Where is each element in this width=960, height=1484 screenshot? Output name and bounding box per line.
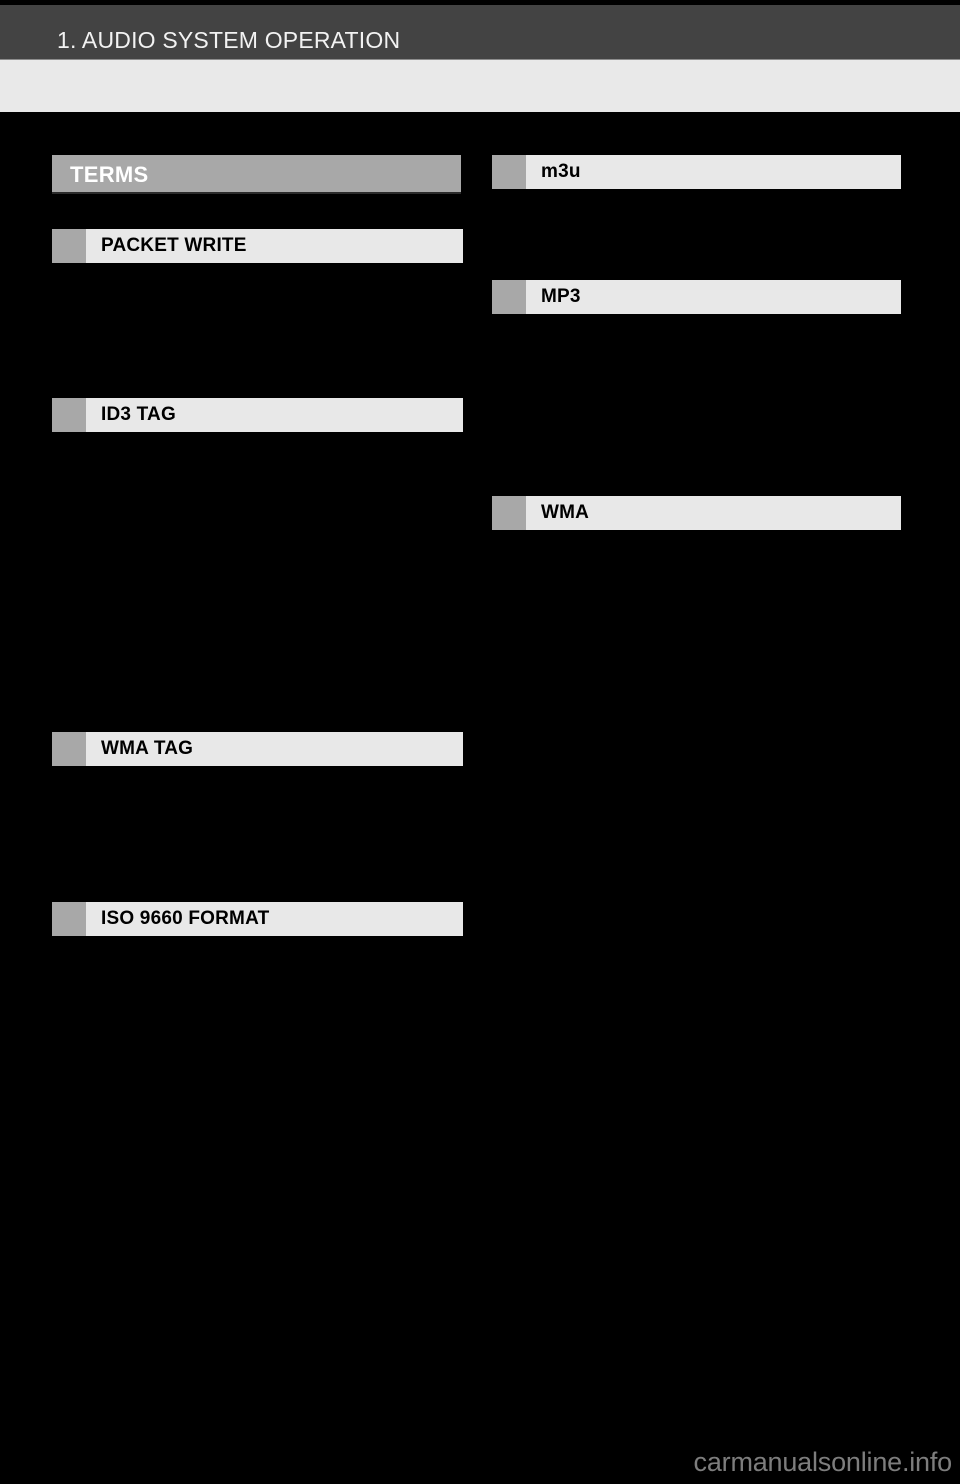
term-heading-label: WMA	[541, 502, 590, 523]
site-watermark: carmanualsonline.info	[693, 1447, 953, 1477]
bullet-square-icon	[52, 732, 86, 766]
term-heading-wma-tag: WMA TAG	[52, 732, 463, 766]
page-body: TERMS PACKET WRITE ID3 TAG WMA TAG ISO 9…	[0, 112, 960, 1484]
term-heading-label: ID3 TAG	[101, 404, 176, 425]
term-heading-background	[86, 902, 463, 936]
term-body-wma-tag	[52, 776, 463, 886]
term-heading-wma: WMA	[492, 496, 901, 530]
bullet-square-icon	[52, 398, 86, 432]
term-heading-id3-tag: ID3 TAG	[52, 398, 463, 432]
term-heading-background	[526, 280, 901, 314]
term-heading-background	[86, 229, 463, 263]
term-heading-label: MP3	[541, 286, 581, 307]
term-body-wma	[492, 540, 901, 740]
header-light-band	[0, 60, 960, 112]
bullet-square-icon	[492, 280, 526, 314]
term-heading-background	[86, 398, 463, 432]
bullet-square-icon	[492, 155, 526, 189]
term-heading-label: m3u	[541, 161, 581, 182]
section-banner-label: TERMS	[70, 162, 149, 187]
term-heading-background	[526, 155, 901, 189]
term-body-iso-9660-format	[52, 946, 463, 1106]
bullet-square-icon	[52, 229, 86, 263]
top-black-strip	[0, 0, 960, 5]
header-underline	[0, 59, 960, 60]
bullet-square-icon	[52, 902, 86, 936]
term-heading-label: PACKET WRITE	[101, 235, 247, 256]
term-heading-label: WMA TAG	[101, 738, 194, 759]
term-heading-mp3: MP3	[492, 280, 901, 314]
term-heading-background	[526, 496, 901, 530]
term-heading-packet-write: PACKET WRITE	[52, 229, 463, 263]
term-heading-m3u: m3u	[492, 155, 901, 189]
bullet-square-icon	[492, 496, 526, 530]
term-heading-iso-9660-format: ISO 9660 FORMAT	[52, 902, 463, 936]
term-body-mp3	[492, 324, 901, 484]
page-title: 1. AUDIO SYSTEM OPERATION	[57, 27, 401, 53]
term-heading-label: ISO 9660 FORMAT	[101, 908, 270, 929]
term-body-m3u	[492, 199, 901, 279]
section-banner-terms: TERMS	[52, 155, 461, 192]
page-header-bar: 1. AUDIO SYSTEM OPERATION	[0, 5, 960, 59]
term-heading-background	[86, 732, 463, 766]
term-body-id3-tag	[52, 442, 463, 722]
